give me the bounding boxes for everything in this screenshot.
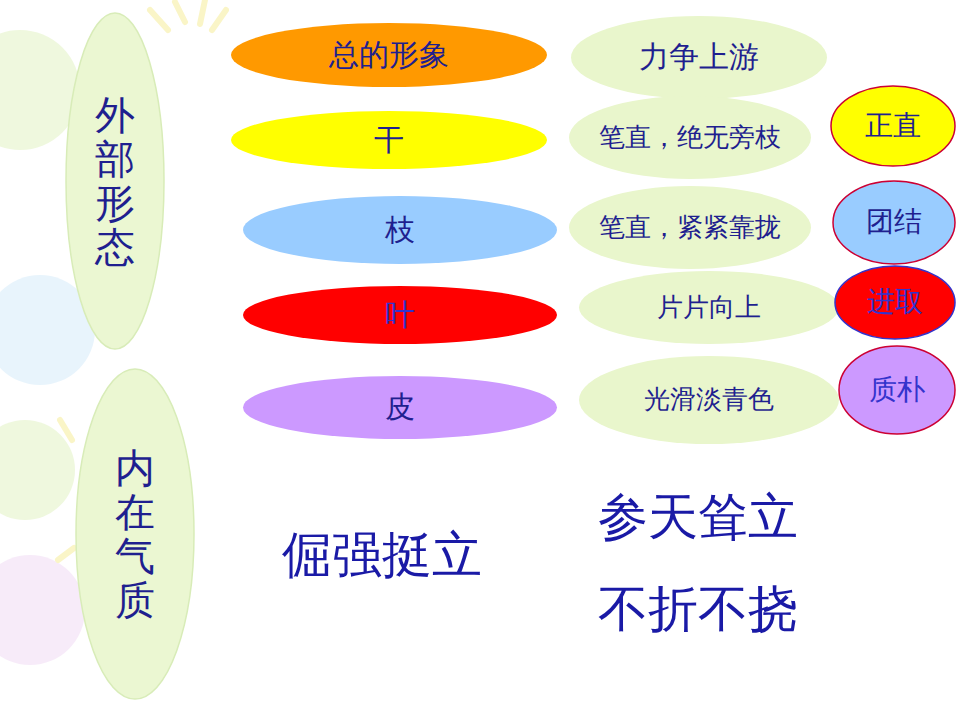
- node-text: 外部形态: [95, 93, 135, 269]
- node-text: 进取: [867, 286, 923, 318]
- ellipse-fill: [839, 346, 955, 434]
- topic-ellipse: 皮: [242, 375, 558, 440]
- feature-ellipse: 片片向上: [578, 270, 840, 345]
- quality-circle: 质朴: [838, 345, 956, 435]
- topic-ellipse: 干: [230, 110, 548, 170]
- ellipse-fill: [66, 13, 164, 349]
- trait-label: 倔强挺立: [282, 522, 482, 589]
- ellipse-fill: [571, 16, 827, 99]
- ellipse-fill: [569, 96, 811, 179]
- feature-ellipse: 力争上游: [570, 15, 828, 100]
- node-text: 团结: [866, 206, 922, 238]
- node-text: 内在气质: [115, 446, 155, 622]
- trait-label: 不折不挠: [598, 576, 798, 643]
- ellipse-fill: [569, 186, 811, 269]
- topic-ellipse: 叶: [242, 285, 558, 345]
- ellipse-fill: [579, 356, 839, 444]
- ellipse-fill: [831, 86, 955, 166]
- node-text: 干: [374, 123, 404, 158]
- topic-ellipse: 枝: [242, 195, 558, 265]
- ellipse-fill: [243, 376, 557, 439]
- node-text: 皮: [385, 390, 415, 425]
- node-text: 力争上游: [639, 40, 759, 75]
- node-text: 总的形象: [329, 38, 449, 73]
- trait-label: 参天耸立: [598, 484, 798, 551]
- ellipse-fill: [243, 196, 557, 264]
- node-text: 正直: [865, 110, 921, 142]
- quality-circle: 团结: [832, 180, 956, 265]
- category-ellipse: 外部形态: [65, 12, 165, 350]
- feature-ellipse: 笔直，紧紧靠拢: [568, 185, 812, 270]
- category-ellipse: 内在气质: [75, 368, 195, 700]
- ellipse-fill: [579, 271, 839, 344]
- ellipse-fill: [231, 23, 547, 87]
- ellipse-fill: [231, 111, 547, 169]
- quality-circle: 正直: [830, 85, 956, 167]
- quality-circle: 进取: [834, 265, 956, 340]
- topic-ellipse: 总的形象: [230, 22, 548, 88]
- ellipse-fill: [833, 181, 955, 264]
- feature-ellipse: 光滑淡青色: [578, 355, 840, 445]
- ellipse-fill: [835, 266, 955, 339]
- node-text: 质朴: [869, 374, 925, 406]
- node-text: 叶: [385, 298, 415, 333]
- node-text: 笔直，绝无旁枝: [599, 123, 781, 153]
- ellipse-fill: [76, 369, 194, 699]
- node-text: 笔直，紧紧靠拢: [599, 213, 781, 243]
- balloon: [0, 420, 75, 520]
- node-text: 片片向上: [657, 293, 761, 323]
- feature-ellipse: 笔直，绝无旁枝: [568, 95, 812, 180]
- balloon: [0, 555, 85, 665]
- ellipse-fill: [243, 286, 557, 344]
- node-text: 光滑淡青色: [644, 385, 774, 415]
- node-text: 枝: [385, 213, 415, 248]
